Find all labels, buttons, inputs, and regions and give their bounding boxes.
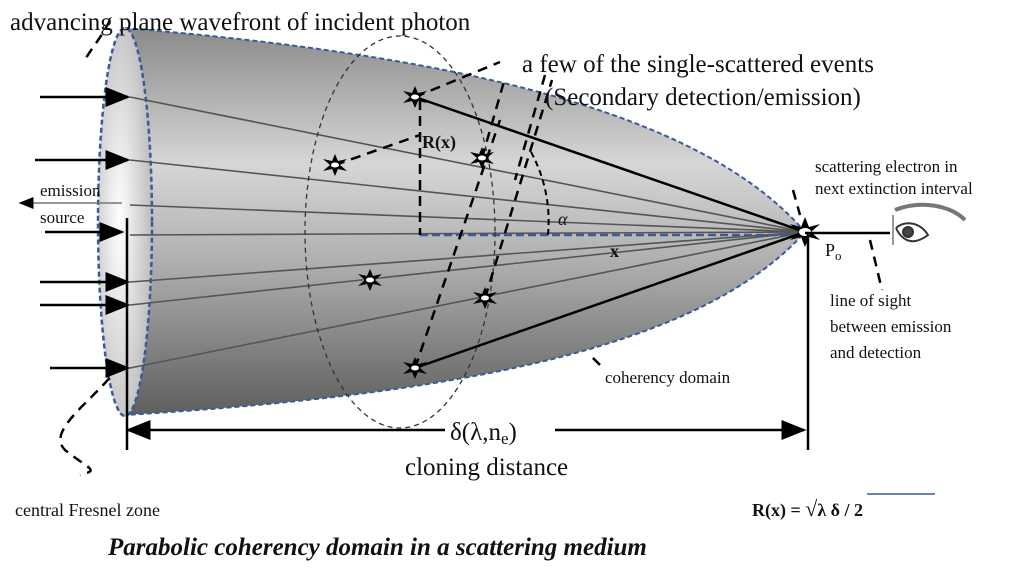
fresnel-label: central Fresnel zone — [15, 500, 160, 520]
converging-rays — [129, 96, 806, 369]
alpha-arc — [529, 149, 550, 236]
point-label: Po — [825, 240, 842, 263]
scatter-star-icon — [403, 357, 427, 379]
events-label-line2: (Secondary detection/emission) — [545, 84, 861, 111]
upper-chord — [414, 95, 806, 234]
x-label: x — [610, 241, 619, 261]
scatter-star-icon — [473, 287, 497, 309]
formula: R(x) = √λ δ / 2 — [752, 496, 863, 521]
fresnel-zone-face — [96, 26, 154, 418]
los-label-line3: and detection — [830, 343, 922, 362]
incident-arrows — [35, 87, 131, 378]
scatter-star-icon — [470, 147, 494, 169]
eye-icon — [892, 202, 967, 245]
caption: Parabolic coherency domain in a scatteri… — [107, 534, 647, 561]
emission-label: emission — [40, 181, 101, 200]
scatter-star-icon — [358, 269, 382, 291]
los-label-line2: between emission — [830, 317, 952, 336]
scatter-dash-lines — [59, 19, 884, 477]
coherency-domain-label: coherency domain — [605, 368, 731, 387]
alpha-label: α — [558, 209, 568, 229]
scatter-star-icon — [323, 154, 347, 176]
wavefront-label: advancing plane wavefront of incident ph… — [10, 9, 471, 36]
scatter-star-icon — [403, 86, 427, 108]
delta-label: δ(λ,ne) — [450, 419, 517, 448]
delta-label-bg — [445, 418, 555, 444]
events-label-line1: a few of the single-scattered events — [522, 51, 874, 78]
los-label-line1: line of sight — [830, 291, 911, 310]
electron-label-line2: next extinction interval — [815, 179, 973, 198]
lower-chord — [414, 230, 806, 370]
cloning-distance-label: cloning distance — [405, 454, 568, 481]
electron-label-line1: scattering electron in — [815, 157, 958, 176]
source-label: source — [40, 208, 84, 227]
radius-label: R(x) — [422, 132, 456, 153]
